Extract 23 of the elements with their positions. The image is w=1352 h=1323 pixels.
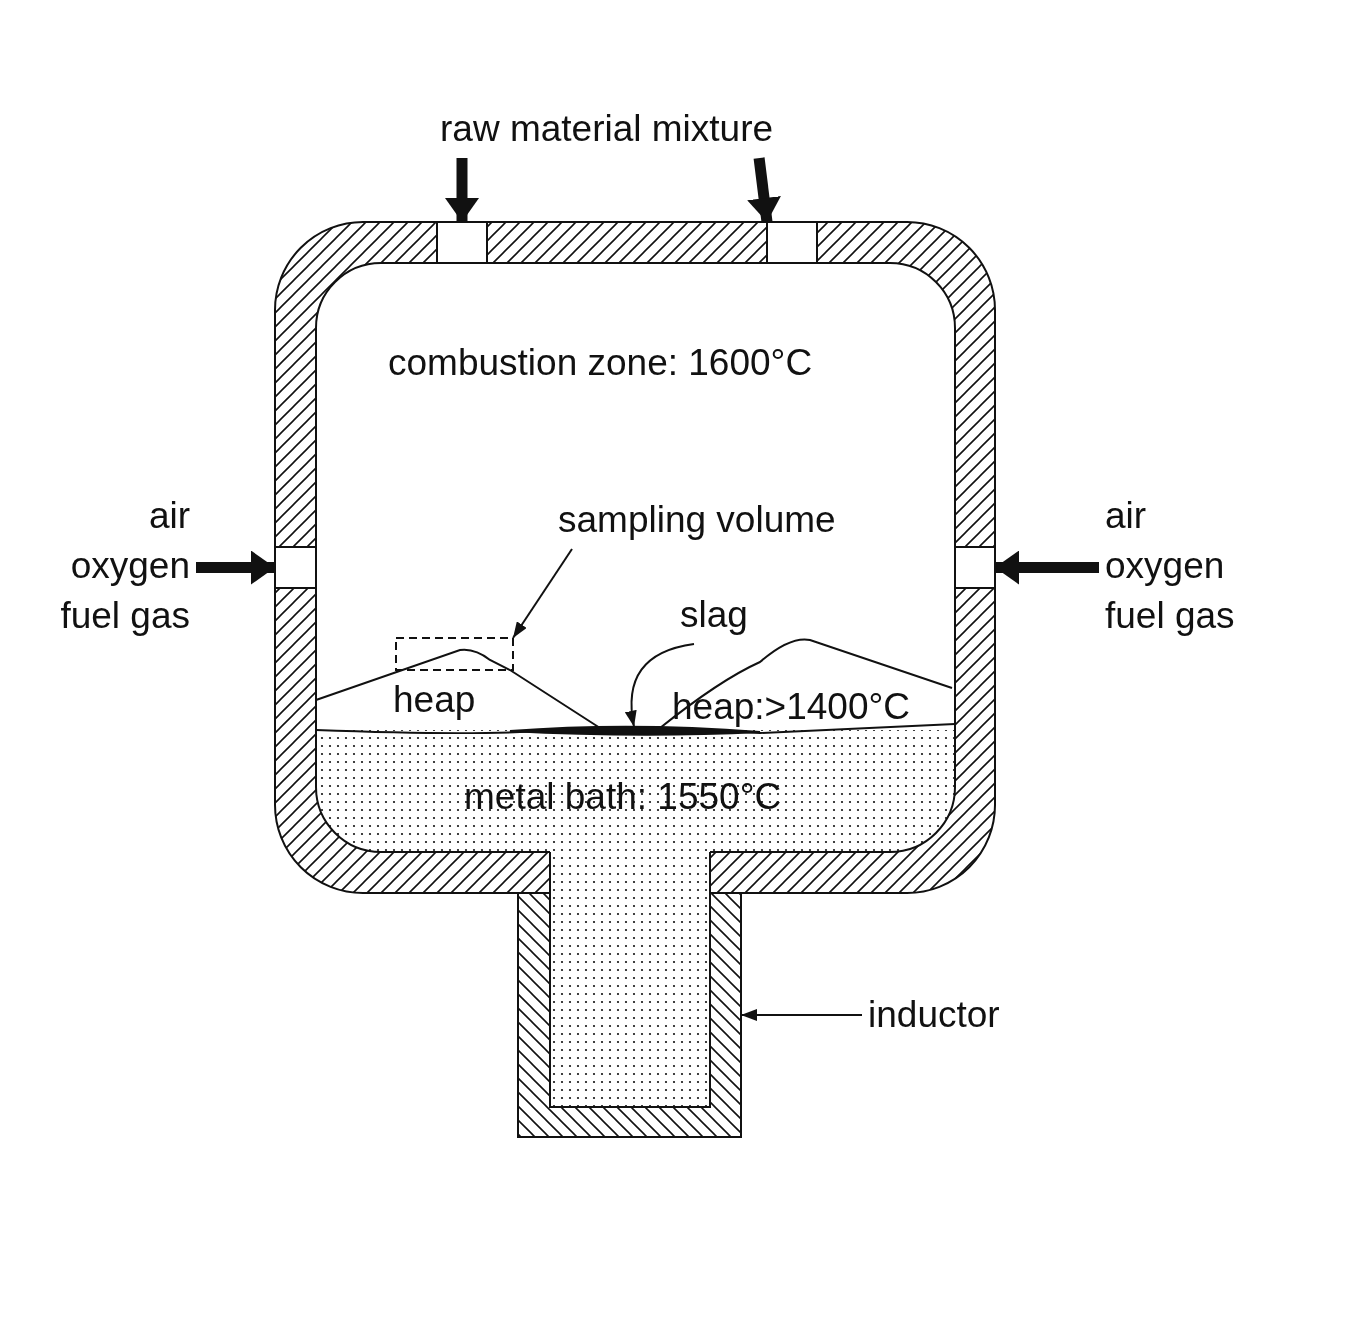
gas-inlet-opening	[274, 546, 317, 589]
feed-opening	[436, 221, 488, 264]
arrow	[196, 550, 275, 585]
slag-layer	[509, 725, 761, 736]
bath-label: metal bath: 1550°C	[464, 775, 782, 819]
leader-line	[625, 643, 695, 728]
leader-line	[512, 548, 573, 639]
callout-text: air oxygen fuel gas	[1105, 491, 1275, 641]
sampling-box	[395, 637, 514, 671]
arrow	[747, 157, 781, 223]
inductor-wall	[517, 892, 742, 1138]
feed-opening	[766, 221, 818, 264]
gas-inlet-opening	[954, 546, 996, 589]
callout-text: inductor	[868, 990, 1000, 1040]
callout-text: slag	[680, 590, 748, 640]
callout-text: sampling volume	[558, 495, 836, 545]
leader-line	[740, 1009, 863, 1021]
callout-text: raw material mixture	[440, 104, 774, 154]
callout-text: air oxygen fuel gas	[30, 491, 190, 641]
zone-label: combustion zone: 1600°C	[388, 341, 813, 385]
heap-label: heap	[393, 678, 476, 722]
arrow	[995, 550, 1099, 585]
arrow	[445, 158, 479, 222]
